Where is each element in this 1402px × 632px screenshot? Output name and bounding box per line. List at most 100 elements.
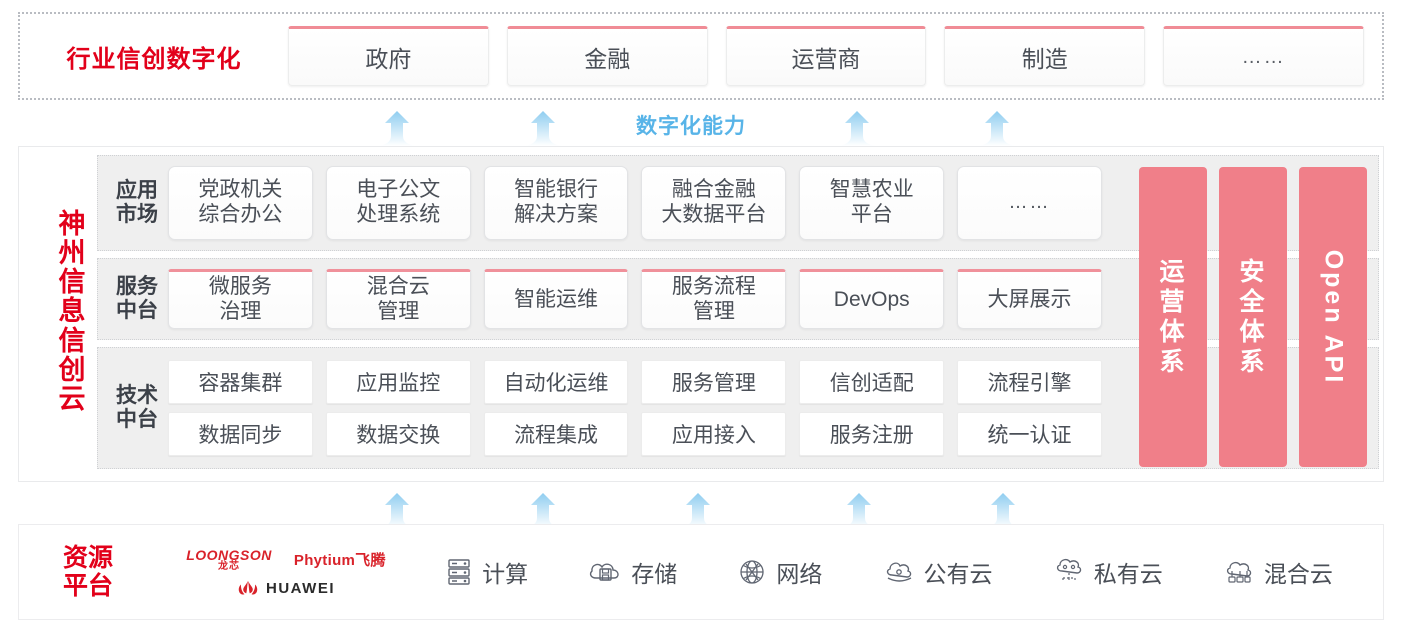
cell-line: 大数据平台 <box>661 203 767 226</box>
pillar-char: 体 <box>1239 318 1267 346</box>
app-cell-gov-office[interactable]: 党政机关 综合办公 <box>168 166 313 240</box>
row-label-tech-middle: 技术 中台 <box>106 384 168 432</box>
app-cell-smart-bank[interactable]: 智能银行 解决方案 <box>483 166 629 240</box>
pillar-security-system[interactable]: 安 全 体 系 <box>1219 167 1287 467</box>
resource-item-storage[interactable]: 存储 <box>588 555 677 589</box>
resource-item-label: 混合云 <box>1263 561 1333 587</box>
app-cell-more[interactable]: …… <box>957 166 1102 240</box>
tech-cell-service-mgmt[interactable]: 服务管理 <box>641 360 787 404</box>
up-arrow-icon <box>978 111 1016 146</box>
row-label-app-market: 应用 市场 <box>106 179 168 227</box>
huawei-logo-text: HUAWEI <box>266 579 335 597</box>
resource-title-line: 平台 <box>62 572 113 600</box>
svc-cell-service-process-mgmt[interactable]: 服务流程 管理 <box>641 269 787 329</box>
tech-cell-unified-auth[interactable]: 统一认证 <box>957 412 1102 456</box>
vtitle-char: 信 <box>58 267 86 298</box>
pillar-char: 系 <box>1159 348 1187 376</box>
pillar-char: 系 <box>1239 348 1267 376</box>
platform-pillars: 运 营 体 系 安 全 体 系 Open API <box>1139 167 1367 467</box>
up-arrow-icon <box>378 493 416 528</box>
cell-line: 解决方案 <box>514 203 599 226</box>
row-label-line: 市场 <box>116 203 158 226</box>
tech-cell-app-access[interactable]: 应用接入 <box>641 412 787 456</box>
industry-band-title: 行业信创数字化 <box>66 45 242 73</box>
phytium-logo: Phytium飞腾 <box>293 552 386 569</box>
up-arrow-icon <box>524 111 562 146</box>
up-arrow-icon <box>378 111 416 146</box>
app-market-cells: 党政机关 综合办公 电子公文 处理系统 智能银行 解决方案 <box>168 166 1370 240</box>
svc-cell-microservice-gov[interactable]: 微服务 治理 <box>168 269 313 329</box>
cell-line: 智能银行 <box>514 178 599 202</box>
industry-box-list: 政府 金融 运营商 制造 …… <box>288 26 1382 86</box>
cell-line: 融合金融 <box>671 178 756 202</box>
svc-cell-hybrid-cloud-mgmt[interactable]: 混合云 管理 <box>325 269 471 329</box>
vtitle-char: 神 <box>58 208 86 239</box>
tech-row-lower: 数据同步 数据交换 流程集成 应用接入 服务注册 统一认证 <box>168 412 1102 456</box>
cell-line: 电子公文 <box>356 178 441 202</box>
industry-box-manufacturing[interactable]: 制造 <box>944 26 1146 86</box>
tech-cell-data-exchange[interactable]: 数据交换 <box>325 412 471 456</box>
hybrid-cloud-icon <box>1226 561 1252 583</box>
industry-box-more[interactable]: …… <box>1163 26 1364 86</box>
resource-platform-title: 资源 平台 <box>19 544 157 601</box>
cloud-storage-icon <box>590 563 619 581</box>
up-arrow-icon <box>984 493 1022 528</box>
cell-line: 党政机关 <box>198 178 283 202</box>
industry-band: 行业信创数字化 政府 金融 运营商 制造 …… <box>18 12 1384 100</box>
app-cell-edoc-system[interactable]: 电子公文 处理系统 <box>325 166 471 240</box>
cell-line: 微服务 <box>208 275 272 299</box>
svc-cell-smart-ops[interactable]: 智能运维 <box>483 269 629 329</box>
platform-vertical-title: 神 州 信 息 信 创 云 <box>45 157 99 467</box>
capability-label: 数字化能力 <box>636 115 746 138</box>
pillar-char: 全 <box>1239 288 1267 316</box>
public-cloud-icon <box>886 562 911 582</box>
resource-item-hybrid-cloud[interactable]: 混合云 <box>1223 555 1333 589</box>
industry-box-finance[interactable]: 金融 <box>506 26 708 86</box>
vendor-logo-group: LOONGSON 龙芯 Phytium飞腾 HUAWEI <box>157 548 415 597</box>
up-arrow-icon <box>524 493 562 528</box>
pillar-open-api-label: Open API <box>1319 249 1348 385</box>
app-cell-fintech-bigdata[interactable]: 融合金融 大数据平台 <box>641 166 787 240</box>
cell-line: 管理 <box>377 300 420 323</box>
vtitle-char: 创 <box>58 354 86 385</box>
row-label-line: 服务 <box>116 275 158 299</box>
resource-item-network[interactable]: 网络 <box>737 555 822 589</box>
tech-cell-process-engine[interactable]: 流程引擎 <box>957 360 1102 404</box>
tech-cell-service-registry[interactable]: 服务注册 <box>799 412 945 456</box>
industry-box-government[interactable]: 政府 <box>288 26 489 86</box>
app-cell-smart-agriculture[interactable]: 智慧农业 平台 <box>799 166 945 240</box>
private-cloud-icon <box>1056 558 1081 582</box>
resource-item-private-cloud[interactable]: 私有云 <box>1053 555 1163 589</box>
tech-cell-xinchuang-adaptation[interactable]: 信创适配 <box>799 360 945 404</box>
cell-line: 混合云 <box>366 275 430 299</box>
resource-arrow-band <box>0 486 1402 528</box>
service-middle-cells: 微服务 治理 混合云 管理 智能运维 服务流程 <box>168 269 1370 329</box>
resource-item-list: 计算 存储 <box>415 555 1383 589</box>
resource-item-label: 网络 <box>776 561 823 587</box>
svc-cell-bigscreen-display[interactable]: 大屏展示 <box>957 269 1102 329</box>
tech-cell-data-sync[interactable]: 数据同步 <box>168 412 313 456</box>
pillar-char: 体 <box>1159 318 1187 346</box>
row-label-line: 技术 <box>116 384 158 408</box>
cell-line: 智慧农业 <box>829 178 914 202</box>
tech-cell-container-cluster[interactable]: 容器集群 <box>168 360 313 404</box>
vtitle-char: 息 <box>58 296 86 327</box>
tech-cell-automated-ops[interactable]: 自动化运维 <box>483 360 629 404</box>
tech-middle-cells: 容器集群 应用监控 自动化运维 服务管理 信创适配 流程引擎 数据同步 数据交换… <box>168 360 1370 456</box>
tech-row-upper: 容器集群 应用监控 自动化运维 服务管理 信创适配 流程引擎 <box>168 360 1102 404</box>
tech-cell-app-monitoring[interactable]: 应用监控 <box>325 360 471 404</box>
tech-cell-process-integration[interactable]: 流程集成 <box>483 412 629 456</box>
cell-line: 处理系统 <box>356 203 441 226</box>
resource-item-compute[interactable]: 计算 <box>445 555 528 589</box>
cell-line: 综合办公 <box>198 203 283 226</box>
resource-item-label: 公有云 <box>923 561 993 587</box>
resource-item-public-cloud[interactable]: 公有云 <box>883 555 993 589</box>
row-label-line: 中台 <box>116 299 158 322</box>
svc-cell-devops[interactable]: DevOps <box>799 269 945 329</box>
huawei-flower-icon <box>238 580 258 595</box>
pillar-open-api[interactable]: Open API <box>1299 167 1367 467</box>
loongson-logo-en: LOONGSON <box>186 546 272 563</box>
pillar-operations-system[interactable]: 运 营 体 系 <box>1139 167 1207 467</box>
vtitle-char: 云 <box>58 383 86 414</box>
industry-box-telecom[interactable]: 运营商 <box>725 26 927 86</box>
